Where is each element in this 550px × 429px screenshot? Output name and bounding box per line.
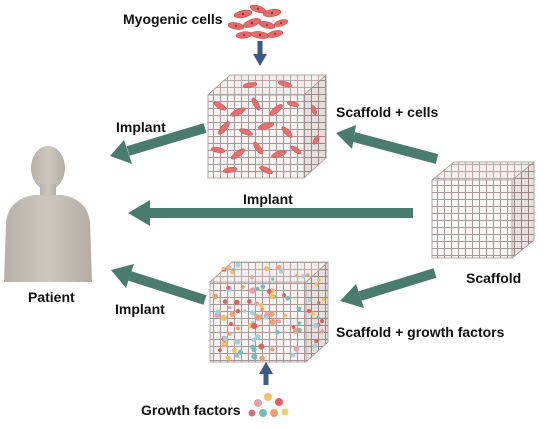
label-implant-top: Implant bbox=[116, 119, 166, 135]
myogenic-cells-cluster bbox=[227, 4, 289, 39]
label-growth-factors: Growth factors bbox=[141, 402, 241, 418]
label-scaffold-growth: Scaffold + growth factors bbox=[336, 324, 505, 340]
arrow-scaffold-to-scaffold-growth bbox=[340, 268, 437, 308]
arrow-implant-bottom bbox=[111, 264, 207, 305]
label-scaffold: Scaffold bbox=[466, 270, 522, 286]
scaffold-growth-cube bbox=[209, 261, 330, 363]
label-scaffold-cells: Scaffold + cells bbox=[336, 104, 439, 120]
scaffold-cells-cube bbox=[207, 74, 328, 179]
label-patient: Patient bbox=[28, 289, 75, 305]
patient-figure bbox=[4, 146, 92, 282]
growth-factor-dots bbox=[212, 262, 326, 361]
label-implant-bottom: Implant bbox=[115, 301, 165, 317]
label-myogenic-cells: Myogenic cells bbox=[123, 11, 223, 27]
scaffold-cube bbox=[431, 161, 536, 259]
arrow-cells-down bbox=[253, 41, 267, 66]
arrow-implant-top bbox=[110, 123, 207, 164]
arrow-implant-middle bbox=[128, 200, 413, 226]
arrow-growth-up bbox=[259, 362, 273, 385]
arrow-scaffold-to-scaffold-cells bbox=[336, 125, 439, 164]
growth-factors-cluster bbox=[248, 393, 289, 417]
label-implant-middle: Implant bbox=[243, 191, 293, 207]
